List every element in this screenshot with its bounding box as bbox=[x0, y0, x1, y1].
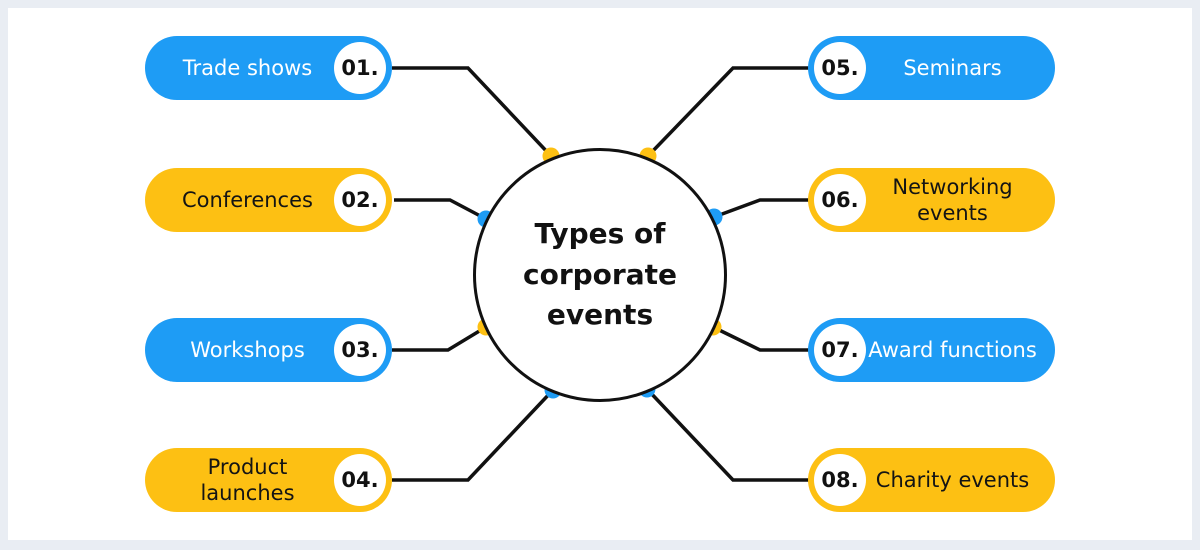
pill-label: Award functions bbox=[868, 337, 1037, 362]
pill-number-badge: 06. bbox=[814, 174, 866, 226]
pill-number-badge: 04. bbox=[334, 454, 386, 506]
pill-label: Conferences bbox=[182, 187, 313, 212]
pill-conferences: Conferences 02. bbox=[145, 168, 392, 232]
pill-number-badge: 07. bbox=[814, 324, 866, 376]
pill-number-badge: 03. bbox=[334, 324, 386, 376]
pill-trade-shows: Trade shows 01. bbox=[145, 36, 392, 100]
pill-number-badge: 05. bbox=[814, 42, 866, 94]
pill-product-launches: Product launches 04. bbox=[145, 448, 392, 512]
pill-label: Workshops bbox=[190, 337, 305, 362]
pill-award-functions: 07. Award functions bbox=[808, 318, 1055, 382]
pill-number-badge: 02. bbox=[334, 174, 386, 226]
center-node: Types of corporate events bbox=[473, 148, 727, 402]
pill-label: Seminars bbox=[903, 55, 1002, 80]
pill-charity-events: 08. Charity events bbox=[808, 448, 1055, 512]
pill-label: Product launches bbox=[200, 454, 295, 505]
pill-label: Trade shows bbox=[182, 55, 313, 80]
pill-workshops: Workshops 03. bbox=[145, 318, 392, 382]
pill-number-badge: 08. bbox=[814, 454, 866, 506]
pill-label: Charity events bbox=[875, 467, 1030, 492]
pill-networking-events: 06. Networking events bbox=[808, 168, 1055, 232]
pill-label: Networking events bbox=[892, 174, 1013, 225]
pill-number-badge: 01. bbox=[334, 42, 386, 94]
pill-seminars: 05. Seminars bbox=[808, 36, 1055, 100]
diagram-title: Types of corporate events bbox=[523, 217, 677, 332]
